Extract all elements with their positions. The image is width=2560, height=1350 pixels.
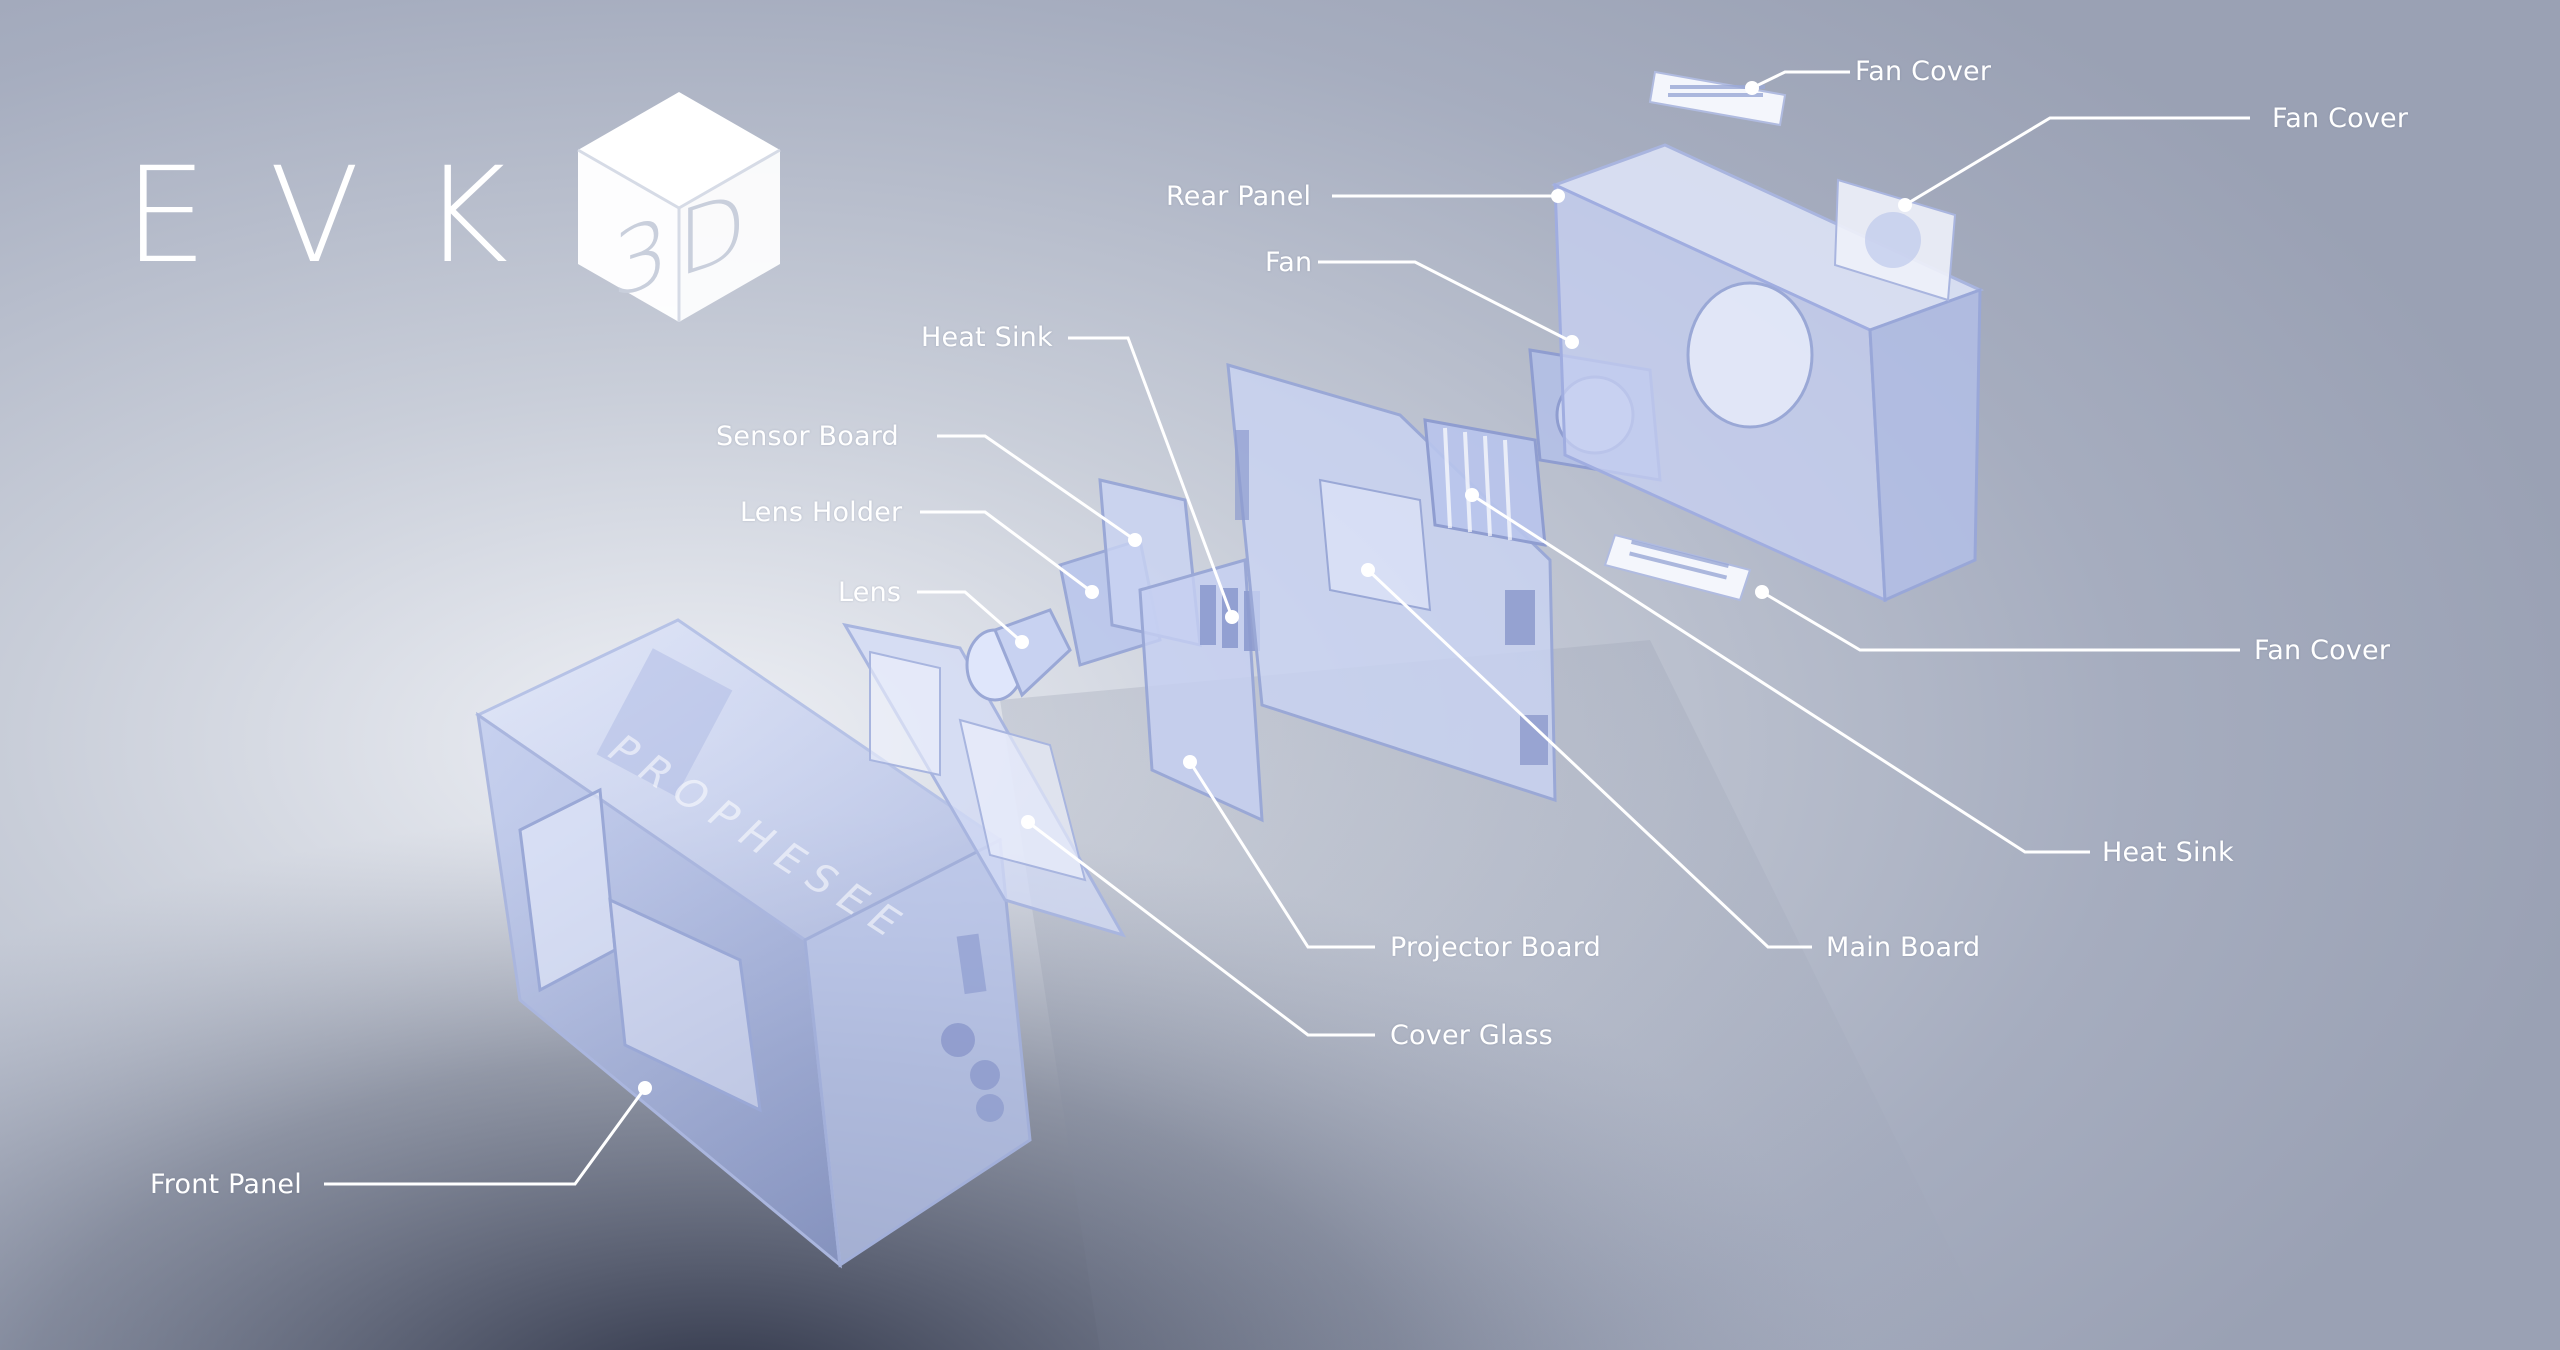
cube-logo xyxy=(577,92,781,322)
label-heat-sink-left: Heat Sink xyxy=(921,322,1053,353)
leader-lines xyxy=(324,70,2250,1186)
label-lens-holder: Lens Holder xyxy=(740,497,903,528)
heat-sink-shape xyxy=(1423,418,1547,547)
sensor-stack-shape xyxy=(1058,478,1202,667)
label-cover-glass: Cover Glass xyxy=(1390,1020,1553,1051)
fan-cover-right-shape xyxy=(1833,178,1957,302)
label-fan-cover-right: Fan Cover xyxy=(2272,103,2409,134)
label-rear-panel: Rear Panel xyxy=(1166,181,1312,212)
label-lens: Lens xyxy=(838,577,902,608)
label-heat-sink-right: Heat Sink xyxy=(2102,837,2234,868)
label-projector-board: Projector Board xyxy=(1390,932,1601,963)
rear-panel-shape xyxy=(1551,143,1984,603)
label-main-board: Main Board xyxy=(1826,932,1981,963)
label-fan-cover-top: Fan Cover xyxy=(1855,56,1992,87)
leader-dots xyxy=(638,81,1912,1095)
front-panel-shape xyxy=(475,618,1032,1269)
fan-cover-bottom-shape xyxy=(1603,533,1752,602)
brand-wordmark: EVK xyxy=(124,150,570,282)
label-fan-cover-bottom: Fan Cover xyxy=(2254,635,2391,666)
brand-word: EVK xyxy=(124,139,571,293)
fan-cover-top-shape xyxy=(1648,70,1787,127)
lens-shape xyxy=(965,608,1072,702)
label-sensor-board: Sensor Board xyxy=(716,421,899,452)
label-fan: Fan xyxy=(1265,247,1313,278)
label-front-panel: Front Panel xyxy=(150,1169,302,1200)
main-board-shape xyxy=(1226,362,1557,803)
